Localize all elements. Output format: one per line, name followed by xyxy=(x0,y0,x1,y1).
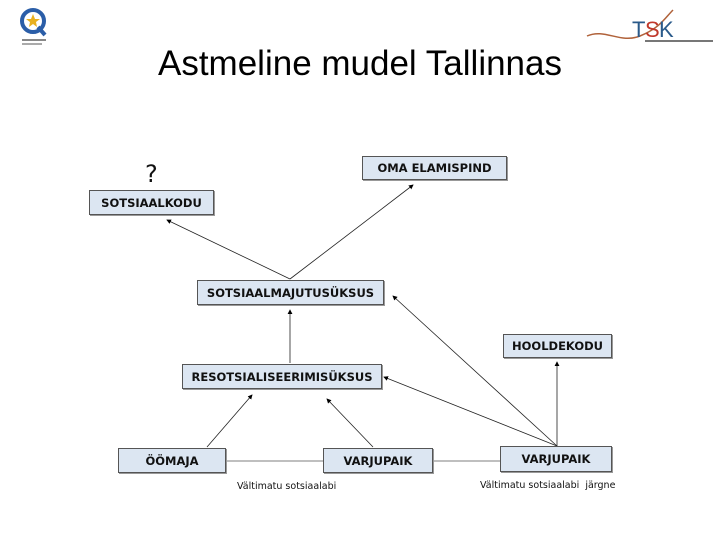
tsk-logo: T S K xyxy=(585,8,715,48)
box-resotsialiseerimisuksus: RESOTSIALISEERIMISÜKSUS xyxy=(182,364,382,389)
svg-text:T: T xyxy=(632,17,645,42)
box-sotsiaalkodu: SOTSIAALKODU xyxy=(89,190,214,215)
box-oomaja: ÖÖMAJA xyxy=(118,448,226,473)
box-varjupaik-2: VARJUPAIK xyxy=(500,446,612,472)
arrow-varjupaik1-to-resots xyxy=(326,398,374,448)
box-hooldekodu: HOOLDEKODU xyxy=(503,334,612,358)
question-mark: ? xyxy=(145,160,158,188)
arrow-varjupaik2-to-majutus xyxy=(392,295,558,447)
arrow-varjupaik2-to-resots xyxy=(383,376,558,447)
box-oma-elamispind: OMA ELAMISPIND xyxy=(362,156,507,180)
box-varjupaik-1: VARJUPAIK xyxy=(323,448,433,473)
svg-text:K: K xyxy=(659,17,674,42)
arrow-to-oma-elamispind xyxy=(289,184,414,280)
slide-title: Astmeline mudel Tallinnas xyxy=(157,44,562,83)
quality-logo xyxy=(18,6,52,48)
arrow-to-sotsiaalkodu xyxy=(166,219,291,280)
box-sotsiaalmajutusuksus: SOTSIAALMAJUTUSÜKSUS xyxy=(197,280,384,305)
note-valtimatu: Vältimatu sotsiaalabi xyxy=(237,481,337,492)
note-valtimatu-jargne: Vältimatu sotsiaalabi järgne xyxy=(480,480,616,491)
svg-text:S: S xyxy=(645,17,660,42)
arrow-oomaja-to-resots xyxy=(206,394,253,448)
